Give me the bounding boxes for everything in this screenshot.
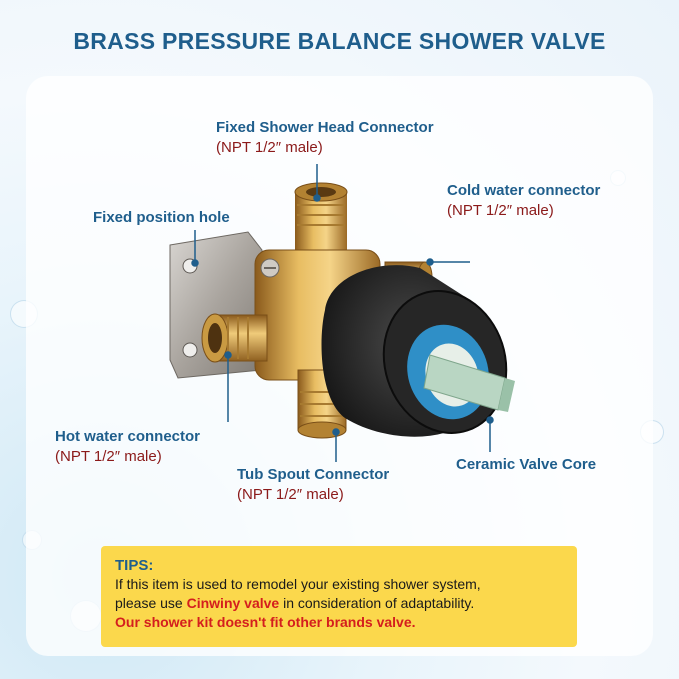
label-spec: (NPT 1/2″ male) bbox=[237, 486, 344, 503]
tips-line-2-start: please use bbox=[115, 595, 187, 611]
label-name: Fixed position hole bbox=[93, 209, 230, 226]
hot-water-port bbox=[201, 313, 268, 363]
label-name: Ceramic Valve Core bbox=[456, 456, 597, 473]
shower-head-connector bbox=[294, 182, 348, 260]
ceramic-valve-core bbox=[407, 324, 515, 420]
page-title: BRASS PRESSURE BALANCE SHOWER VALVE bbox=[73, 28, 606, 54]
label-spec: (NPT 1/2″ male) bbox=[216, 139, 323, 156]
label-hot-water-connector: Hot water connector (NPT 1/2″ male) bbox=[55, 427, 200, 467]
tips-brand-name: Cinwiny valve bbox=[186, 595, 280, 611]
label-name: Cold water connector bbox=[447, 182, 601, 199]
tips-line-2-end: in consideration of adaptability. bbox=[279, 595, 475, 611]
tips-line-1: If this item is used to remodel your exi… bbox=[115, 576, 481, 592]
leader-lines bbox=[191, 164, 494, 462]
tips-heading: TIPS: bbox=[115, 557, 154, 574]
tips-box: TIPS: If this item is used to remodel yo… bbox=[101, 546, 577, 647]
label-name: Fixed Shower Head Connector bbox=[216, 119, 434, 136]
label-spec: (NPT 1/2″ male) bbox=[447, 202, 554, 219]
label-tub-spout-connector: Tub Spout Connector (NPT 1/2″ male) bbox=[237, 465, 389, 505]
label-name: Tub Spout Connector bbox=[237, 466, 390, 483]
label-shower-head-connector: Fixed Shower Head Connector (NPT 1/2″ ma… bbox=[216, 118, 434, 158]
label-cold-water-connector: Cold water connector (NPT 1/2″ male) bbox=[447, 181, 600, 221]
label-fixed-position-hole: Fixed position hole bbox=[93, 208, 230, 228]
label-name: Hot water connector bbox=[55, 428, 201, 445]
label-spec: (NPT 1/2″ male) bbox=[55, 448, 162, 465]
label-ceramic-valve-core: Ceramic Valve Core bbox=[456, 455, 596, 475]
tips-warning: Our shower kit doesn't fit other brands … bbox=[115, 614, 416, 630]
